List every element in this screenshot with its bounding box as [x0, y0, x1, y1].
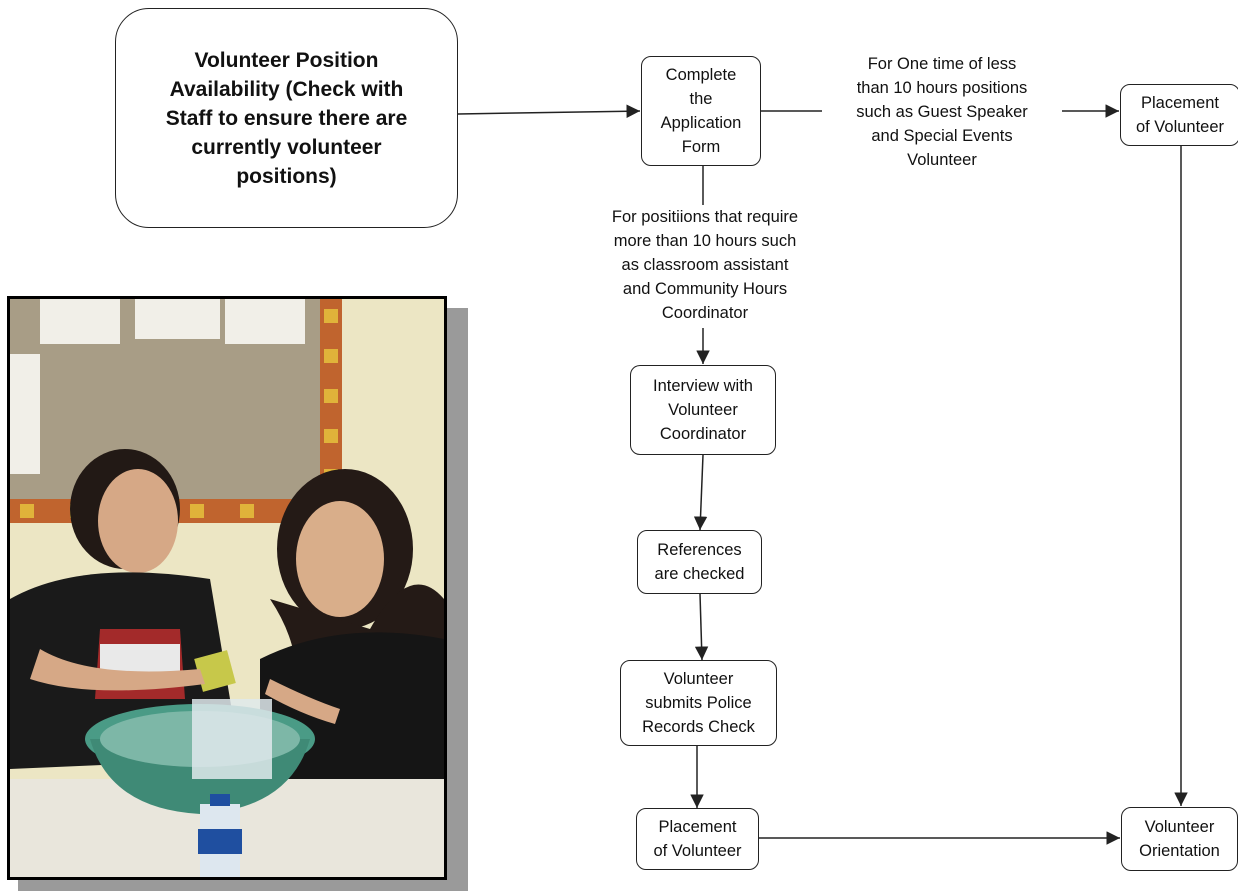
- node-complete-application-form: Complete the Application Form: [641, 56, 761, 166]
- volunteer-photo: [7, 296, 447, 880]
- edge-label-long-term: For positiions that require more than 10…: [580, 205, 830, 325]
- edge-availability-application: [457, 104, 641, 118]
- node-police-records-check: Volunteer submits Police Records Check: [620, 660, 777, 746]
- node-references-checked: References are checked: [637, 530, 762, 594]
- edge-label-short-term: For One time of less than 10 hours posit…: [822, 52, 1062, 172]
- edge-references-police: [694, 593, 709, 661]
- edge-interview-references: [693, 454, 708, 531]
- node-placement-of-volunteer-bottom: Placement of Volunteer: [636, 808, 759, 870]
- node-placement-of-volunteer-top: Placement of Volunteer: [1120, 84, 1238, 146]
- node-volunteer-position-availability: Volunteer Position Availability (Check w…: [115, 8, 458, 228]
- node-volunteer-orientation: Volunteer Orientation: [1121, 807, 1238, 871]
- node-interview-with-coordinator: Interview with Volunteer Coordinator: [630, 365, 776, 455]
